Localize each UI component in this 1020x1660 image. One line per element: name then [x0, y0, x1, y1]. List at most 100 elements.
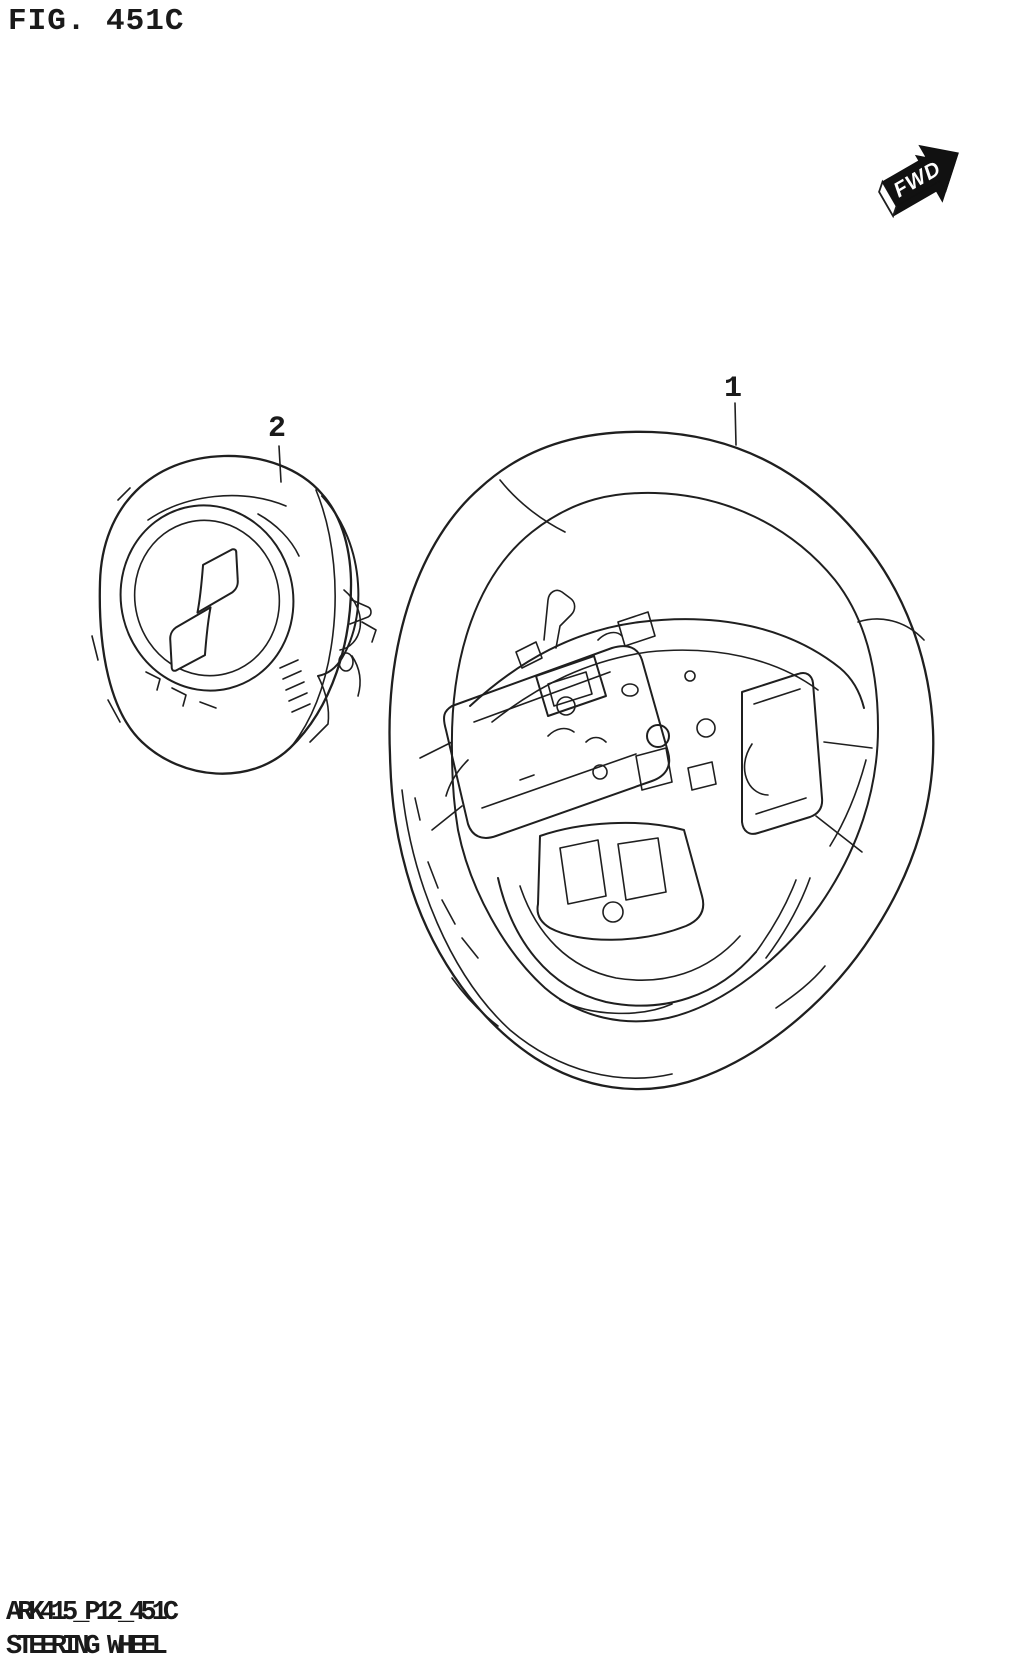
switch-pod-outline [443, 645, 671, 839]
rim-dash [441, 899, 456, 925]
leader-line-2 [278, 445, 282, 483]
wheel-spokes [419, 741, 873, 1015]
right-plate-outline [741, 672, 824, 835]
bottom-spoke-echo [519, 885, 741, 981]
leader-line-1 [734, 402, 737, 446]
switch-pod-inner-line [481, 753, 637, 809]
hub-squiggle [547, 727, 575, 737]
hub-oval-detail [621, 683, 639, 697]
figure-title: FIG. 451C [8, 4, 185, 39]
tick-mark [145, 671, 161, 691]
airbag-ring-inner [133, 519, 281, 677]
tick-mark [171, 687, 187, 707]
left-switch-pod [443, 645, 671, 839]
right-plate-inner-line [755, 797, 807, 815]
rim-divider [499, 479, 566, 533]
airbag-outer-contour [98, 454, 353, 775]
part-callout-2: 2 [268, 412, 287, 446]
contour-dash [107, 699, 121, 723]
housing-ribs [279, 659, 311, 713]
airbag-rear-housing [279, 495, 372, 743]
contour-dash [117, 487, 131, 501]
left-spoke-curve [445, 759, 469, 797]
hub-small-clip [515, 641, 543, 669]
rib-line [285, 681, 305, 691]
hub-top-clip [543, 589, 576, 649]
bottom-spoke-edge [497, 877, 757, 1007]
right-pad-plate [741, 672, 824, 835]
suzuki-s-lower-stroke [169, 606, 212, 672]
hub-screw-boss [556, 696, 576, 716]
lower-bracket-boss [602, 901, 624, 923]
hub-small-rect [635, 747, 673, 791]
steering-wheel-drawing [388, 430, 935, 1091]
suzuki-s-logo [169, 548, 239, 672]
airbag-ring-outer [119, 504, 295, 692]
rim-divider [451, 977, 499, 1027]
switch-button-inner [547, 671, 593, 707]
housing-nub [349, 599, 372, 625]
hub-squiggle [597, 631, 623, 641]
hub-top-bracket [617, 611, 656, 647]
right-spoke-curve [829, 759, 867, 847]
footer-part-code: ARK415_P12_451C [6, 1598, 179, 1628]
rib-line [279, 659, 299, 669]
tick-mark [199, 701, 217, 709]
lower-bracket-outline [536, 821, 705, 941]
hub-lower-bracket [536, 821, 705, 941]
fwd-arrow-face [881, 144, 959, 207]
rim-dash [461, 937, 479, 959]
bracket-boss [338, 652, 354, 672]
hub-screw-boss [592, 764, 608, 780]
wheel-rim-inner [450, 491, 879, 1023]
rim-divider [857, 618, 925, 641]
part-callout-1: 1 [724, 372, 743, 406]
right-spoke-line [815, 815, 863, 853]
footer-caption: STEERING WHEEL [6, 1632, 168, 1660]
bottom-spoke-curve [559, 999, 673, 1015]
housing-flap [317, 495, 360, 677]
hub-dot-detail [684, 670, 696, 682]
airbag-module-drawing [91, 454, 377, 775]
hub-squiggle [585, 736, 607, 743]
lower-bracket-rect [617, 837, 667, 901]
left-spoke-line [431, 805, 463, 831]
rim-dash [414, 797, 421, 821]
hub-center-details [515, 631, 769, 796]
wheel-rim-outer [388, 430, 935, 1091]
right-plate-inner-line [753, 688, 801, 705]
airbag-bracket-parts [338, 589, 377, 697]
switch-button [535, 655, 607, 717]
bracket-nub [361, 621, 377, 643]
hub-screw-boss [696, 718, 716, 738]
rim-divider [775, 965, 826, 1009]
hub-top-edge-echo [491, 649, 819, 723]
bottom-right-spoke-line [765, 877, 811, 959]
airbag-tick-marks [145, 671, 217, 709]
rib-line [282, 670, 302, 680]
bottom-right-spoke-line [755, 879, 797, 953]
hub-small-rect [687, 761, 717, 791]
hub-arc-detail [743, 743, 769, 796]
rib-line [288, 692, 308, 702]
airbag-dome-arc [147, 494, 287, 521]
bracket-curve [339, 589, 362, 651]
suzuki-s-upper-stroke [196, 548, 239, 614]
hub-screw-boss [646, 724, 670, 748]
switch-pod-mark [519, 774, 535, 781]
airbag-ring-highlight [257, 513, 300, 557]
housing-hook [309, 675, 330, 743]
bracket-curve [351, 655, 361, 697]
hub-top-edge [469, 618, 865, 709]
fwd-direction-arrow: FWD [878, 144, 959, 219]
right-spoke-line [823, 741, 873, 749]
rim-inner-echo [401, 789, 673, 1079]
contour-dash [91, 635, 99, 661]
lower-bracket-rect [559, 839, 607, 905]
left-spoke-line [419, 741, 453, 759]
wheel-hub-assembly [419, 589, 873, 1015]
airbag-dome-crease [291, 489, 336, 747]
rib-line [291, 703, 311, 713]
